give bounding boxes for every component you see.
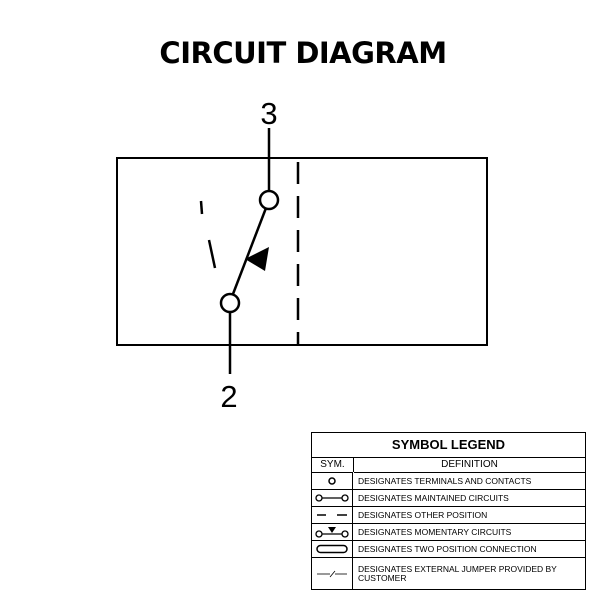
legend-row: DESIGNATES TWO POSITION CONNECTION [312, 541, 585, 558]
terminal-2-label: 2 [220, 379, 237, 414]
legend-row: DESIGNATES OTHER POSITION [312, 507, 585, 524]
legend-definition: DESIGNATES MAINTAINED CIRCUITS [358, 492, 509, 503]
external-jumper-icon [317, 570, 347, 578]
diagram-title: CIRCUIT DIAGRAM [159, 36, 447, 70]
legend-definition: DESIGNATES OTHER POSITION [358, 509, 488, 520]
other-position-icon [317, 514, 347, 516]
terminal-3-label: 3 [260, 96, 277, 131]
maintained-circuit-icon [315, 494, 349, 502]
legend-header-divider [353, 457, 354, 472]
legend-title: SYMBOL LEGEND [312, 433, 585, 458]
contact-3-icon [258, 189, 280, 211]
legend-row: DESIGNATES TERMINALS AND CONTACTS [312, 473, 585, 490]
alt-position-dash-2 [207, 239, 217, 269]
switch-blade [231, 207, 268, 295]
alt-position-dash-1 [199, 200, 204, 215]
legend-definition: DESIGNATES TWO POSITION CONNECTION [358, 543, 537, 554]
legend-definition: DESIGNATES TERMINALS AND CONTACTS [358, 475, 532, 486]
circuit-diagram: 3 2 [116, 96, 488, 414]
two-position-connection-icon [316, 544, 348, 554]
momentary-circuit-icon [315, 527, 349, 538]
momentary-arrow-icon [245, 247, 269, 271]
legend-definition: DESIGNATES MOMENTARY CIRCUITS [358, 526, 512, 537]
switch-housing [116, 157, 488, 346]
contact-2-icon [219, 292, 241, 314]
legend-definition-header: DEFINITION [354, 457, 585, 473]
legend-definition: DESIGNATES EXTERNAL JUMPER PROVIDED BY C… [358, 563, 557, 583]
legend-row: DESIGNATES MOMENTARY CIRCUITS [312, 524, 585, 541]
legend-row: DESIGNATES EXTERNAL JUMPER PROVIDED BY C… [312, 558, 585, 589]
legend-symbol-header: SYM. [312, 457, 353, 473]
symbol-legend: SYMBOL LEGEND SYM. DEFINITION DESIGNATES… [311, 432, 586, 590]
legend-row: DESIGNATES MAINTAINED CIRCUITS [312, 490, 585, 507]
terminal-contact-icon [328, 477, 336, 485]
